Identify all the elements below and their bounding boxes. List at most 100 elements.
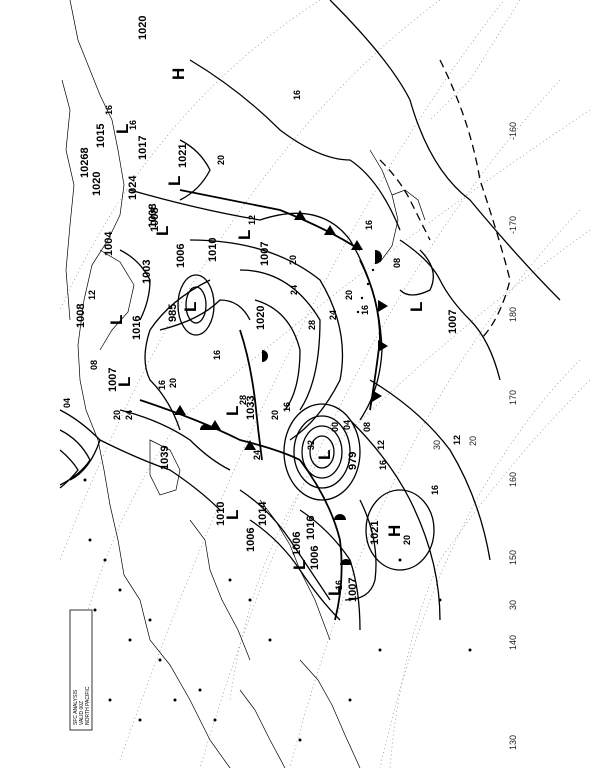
chart-info-line: SFC ANALYSIS (73, 689, 79, 725)
longitude-label: -160 (508, 122, 518, 140)
pressure-value: 1006 (245, 528, 257, 552)
isobar-label: 16 (364, 220, 374, 230)
central-pressure: 1020 (137, 16, 149, 40)
pressure-value: 1006 (309, 546, 321, 570)
isobar-label: 04 (342, 420, 352, 430)
pressure-value: 10268 (79, 147, 91, 178)
latitude-label: 20 (468, 436, 478, 446)
central-pressure: 1008 (147, 204, 159, 228)
isobar-label: 24 (289, 285, 299, 295)
isobar-label: 24 (124, 410, 134, 420)
central-pressure-values: 1020 1021 1007 979 985 1006 1007 1008 10… (131, 16, 459, 545)
latitude-label: 30 (508, 600, 518, 610)
pressure-value: 1020 (91, 172, 103, 196)
pressure-value: 1010 (215, 502, 227, 526)
pressure-value: 1004 (103, 231, 115, 256)
isobar-label: 16 (104, 105, 114, 115)
pressure-value: 1003 (141, 260, 153, 284)
central-pressure: 1021 (177, 144, 189, 168)
low-pressure-symbol: L (315, 450, 334, 460)
isobar-label: 12 (87, 290, 97, 300)
isobar-label: 20 (288, 255, 298, 265)
isobar-label: 32 (306, 440, 316, 450)
longitude-label: 140 (508, 635, 518, 650)
high-pressure-symbol: H (169, 68, 188, 80)
pressure-values: 10268 1020 1015 1024 1008 1003 1004 1008… (75, 124, 359, 602)
isobar-label: 28 (238, 395, 248, 405)
low-pressure-symbol: L (235, 230, 254, 240)
longitude-label: 130 (508, 735, 518, 750)
high-pressure-symbol: H (385, 525, 404, 537)
pressure-value: 1014 (257, 501, 269, 526)
isobar-label: 24 (328, 310, 338, 320)
low-pressure-symbol: L (113, 124, 132, 134)
low-pressure-symbol: L (107, 315, 126, 325)
coastline-asia (61, 0, 361, 768)
isobar-label: 16 (378, 460, 388, 470)
latitude-label: 30 (432, 440, 442, 450)
isobar-label: 28 (307, 320, 317, 330)
central-pressure: 1007 (259, 242, 271, 266)
station-plots (83, 478, 472, 742)
pressure-value: 1008 (75, 304, 87, 328)
pressure-value: 1007 (347, 578, 359, 602)
central-pressure: 1016 (131, 316, 143, 340)
isobar-label: 16 (360, 305, 370, 315)
central-pressure: 1017 (137, 136, 149, 160)
isobar-label: 20 (168, 378, 178, 388)
longitude-label: 160 (508, 472, 518, 487)
central-pressure: 979 (347, 452, 359, 470)
isobar-label: 20 (270, 410, 280, 420)
pressure-value: 1006 (291, 532, 303, 556)
central-pressure: 1006 (175, 244, 187, 268)
isobar-label: 20 (402, 535, 412, 545)
pressure-value: 1015 (95, 124, 107, 148)
pressure-value: 1020 (255, 306, 267, 330)
isobar-label: 12 (452, 435, 462, 445)
graticule-labels: -160 -170 180 170 160 150 140 130 30 20 … (432, 122, 518, 750)
isobar-label: 20 (344, 290, 354, 300)
longitude-label: -170 (508, 216, 518, 234)
longitude-label: 150 (508, 550, 518, 565)
isobar-label: 24 (252, 450, 262, 460)
pressure-value: 1016 (305, 516, 317, 540)
central-pressure: 1021 (369, 521, 381, 545)
low-pressure-symbol: L (290, 560, 309, 570)
central-pressure: 985 (167, 304, 179, 322)
isobar-label: 16 (292, 90, 302, 100)
fronts (139, 59, 511, 621)
central-pressure: 1010 (207, 238, 219, 262)
low-pressure-symbol: L (181, 302, 200, 312)
isobar-label: 04 (62, 398, 72, 408)
low-pressure-symbol: L (115, 377, 134, 387)
isobar-label: 16 (282, 402, 292, 412)
graticule (59, 0, 591, 768)
chart-info-line: VALID 00Z (79, 701, 85, 725)
central-pressure: 1007 (447, 310, 459, 334)
isobar-label: 16 (430, 485, 440, 495)
longitude-label: 170 (508, 390, 518, 405)
isobar-label: 08 (89, 360, 99, 370)
isobar-label: 16 (212, 350, 222, 360)
isobar-label: 12 (247, 215, 257, 225)
pressure-value: 1024 (127, 175, 139, 200)
pressure-value: 1007 (107, 368, 119, 392)
isobar-label: 08 (392, 258, 402, 268)
isobar-label: 00 (330, 422, 340, 432)
pressure-value: 1039 (159, 446, 171, 470)
isobar-label: 20 (112, 410, 122, 420)
low-pressure-symbol: L (223, 510, 242, 520)
low-pressure-symbol: L (407, 302, 426, 312)
central-pressure: 1033 (245, 396, 257, 420)
isobar-label: 16 (334, 580, 344, 590)
isobar-label: 12 (376, 440, 386, 450)
low-pressure-symbol: L (325, 586, 344, 596)
pressure-center-symbols: H H L L L L L L L L L L L L L (107, 68, 426, 596)
longitude-label: 180 (508, 307, 518, 322)
low-pressure-symbol: L (223, 406, 242, 416)
isobar-label: 16 (128, 120, 138, 130)
isobars (59, 0, 561, 631)
isobar-label: 20 (216, 155, 226, 165)
low-pressure-symbol: L (153, 226, 172, 236)
